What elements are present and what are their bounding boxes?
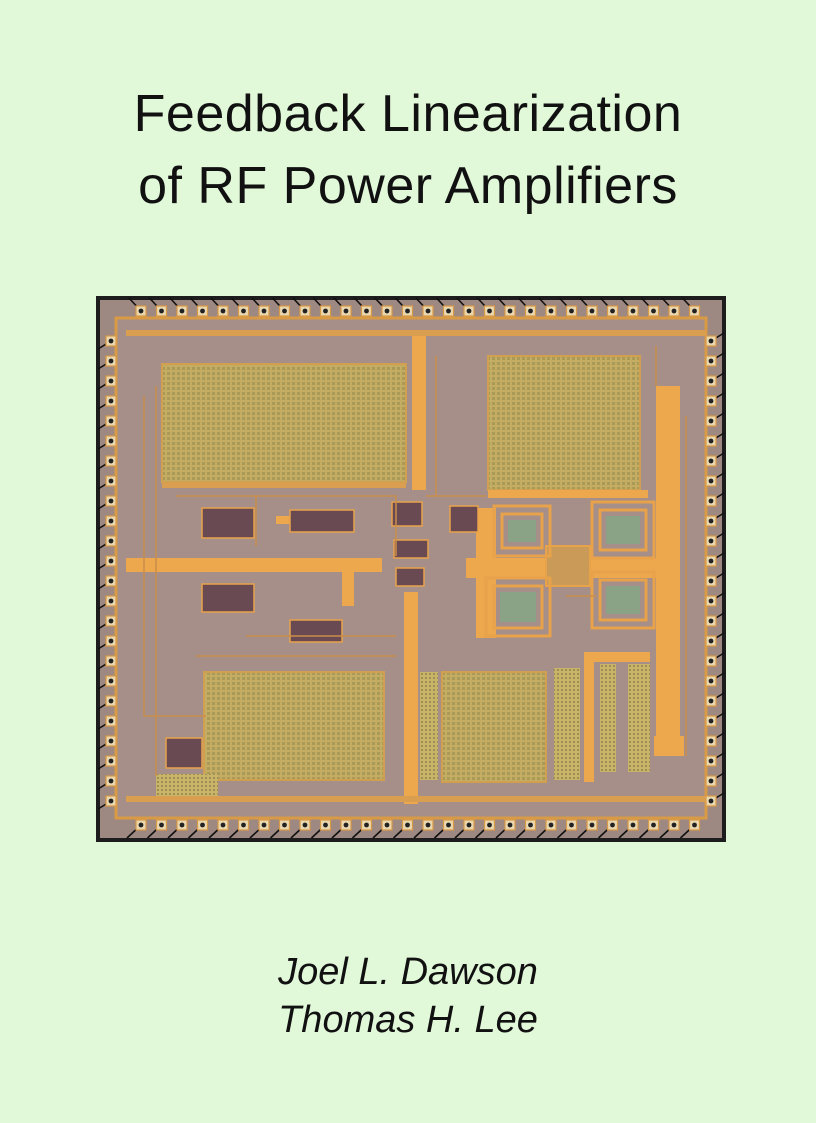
author-1: Joel L. Dawson (278, 951, 538, 993)
book-title: Feedback Linearization of RF Power Ampli… (0, 78, 816, 222)
chip-die-photo (96, 296, 726, 842)
author-2: Thomas H. Lee (278, 999, 538, 1041)
authors: Joel L. Dawson Thomas H. Lee (0, 948, 816, 1044)
title-line-1: Feedback Linearization (133, 85, 683, 143)
title-line-2: of RF Power Amplifiers (138, 157, 678, 215)
